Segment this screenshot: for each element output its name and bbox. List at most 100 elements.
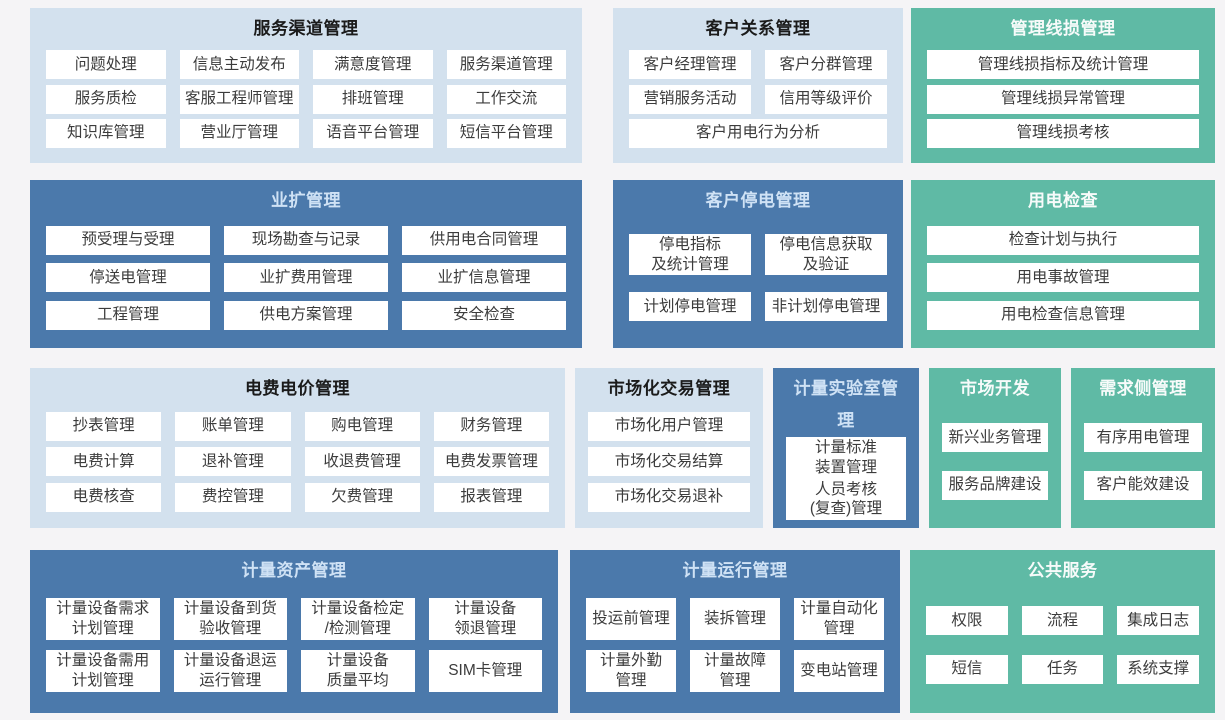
panel-title-market-development: 市场开发: [960, 379, 1030, 398]
module-item: 计量设备需求 计划管理: [46, 597, 160, 640]
module-item: 信息主动发布: [179, 50, 299, 80]
module-item: 计量故障 管理: [690, 650, 780, 693]
module-item: 计量设备检定 /检测管理: [301, 597, 415, 640]
module-row: 停送电管理业扩费用管理业扩信息管理: [46, 263, 566, 292]
module-item: 问题处理: [46, 50, 166, 80]
module-row: 管理线损异常管理: [927, 84, 1199, 114]
module-item: 用电事故管理: [927, 263, 1199, 292]
module-item: 满意度管理: [313, 50, 433, 80]
panel-business-expansion-mgmt: 业扩管理预受理与受理现场勘查与记录供用电合同管理停送电管理业扩费用管理业扩信息管…: [30, 180, 582, 348]
panel-body: 权限流程集成日志短信任务系统支撑: [926, 587, 1200, 703]
module-item: 客户分群管理: [765, 50, 887, 80]
module-item: 业扩费用管理: [224, 263, 388, 292]
module-item: 计量设备退运 运行管理: [173, 650, 287, 693]
panel-demand-side-mgmt: 需求侧管理有序用电管理客户能效建设: [1071, 368, 1215, 528]
module-row: 计量设备需求 计划管理计量设备到货 验收管理计量设备检定 /检测管理计量设备 领…: [46, 597, 542, 640]
module-item: 工作交流: [446, 84, 566, 114]
module-item: 检查计划与执行: [927, 225, 1199, 255]
panel-body: 管理线损指标及统计管理管理线损异常管理管理线损考核: [927, 45, 1199, 153]
panel-metering-asset-mgmt: 计量资产管理计量设备需求 计划管理计量设备到货 验收管理计量设备检定 /检测管理…: [30, 550, 558, 713]
module-item: 电费发票管理: [433, 447, 549, 476]
module-row: 知识库管理营业厅管理语音平台管理短信平台管理: [46, 118, 566, 148]
panel-title-tariff-billing-mgmt: 电费电价管理: [245, 379, 350, 398]
module-item: SIM卡管理: [428, 650, 542, 693]
panel-body: 有序用电管理客户能效建设: [1084, 405, 1202, 518]
module-item: 业扩信息管理: [402, 263, 566, 292]
module-row: 抄表管理账单管理购电管理财务管理: [46, 411, 549, 441]
module-row: 权限流程集成日志: [926, 606, 1200, 636]
module-item: 客户经理管理: [629, 50, 751, 80]
module-item: 安全检查: [402, 300, 566, 330]
panel-title-line-loss-mgmt: 管理线损管理: [1010, 19, 1116, 38]
panel-title-market-trading-mgmt: 市场化交易管理: [607, 379, 731, 398]
panel-public-services: 公共服务权限流程集成日志短信任务系统支撑: [910, 550, 1215, 713]
module-item: 计量外勤 管理: [586, 650, 676, 693]
module-row: 客户用电行为分析: [629, 118, 887, 148]
module-item: 财务管理: [433, 411, 549, 441]
module-item: 计量设备到货 验收管理: [173, 597, 287, 640]
panel-customer-outage-mgmt: 客户停电管理停电指标 及统计管理停电信息获取 及验证计划停电管理非计划停电管理: [613, 180, 903, 348]
module-item: 停电指标 及统计管理: [629, 233, 751, 276]
module-item: 系统支撑: [1117, 654, 1200, 684]
module-row: 服务质检客服工程师管理排班管理工作交流: [46, 84, 566, 114]
module-item: 短信: [926, 654, 1008, 684]
panel-body: 市场化用户管理市场化交易结算市场化交易退补: [588, 405, 750, 518]
module-item: 有序用电管理: [1084, 423, 1202, 453]
panel-body: 抄表管理账单管理购电管理财务管理电费计算退补管理收退费管理电费发票管理电费核查费…: [46, 405, 549, 518]
module-item: 计量设备 质量平均: [301, 650, 415, 693]
panel-title-service-channel-mgmt: 服务渠道管理: [253, 19, 359, 38]
module-row: 用电检查信息管理: [927, 300, 1199, 330]
module-item: 客服工程师管理: [179, 84, 299, 114]
module-item: 新兴业务管理: [942, 423, 1048, 453]
panel-title-metering-operation-mgmt: 计量运行管理: [682, 561, 788, 580]
panel-title-metering-lab-mgmt: 计量实验室管理: [793, 379, 899, 430]
panel-market-trading-mgmt: 市场化交易管理市场化用户管理市场化交易结算市场化交易退补: [575, 368, 763, 528]
module-item: 服务渠道管理: [446, 50, 566, 80]
module-row: 计划停电管理非计划停电管理: [629, 292, 887, 322]
module-row: 新兴业务管理: [942, 423, 1048, 453]
module-item: 计量设备需用 计划管理: [46, 650, 160, 693]
module-item: 用电检查信息管理: [927, 300, 1199, 330]
module-item: 市场化交易退补: [588, 482, 750, 512]
module-row: 客户能效建设: [1084, 470, 1202, 500]
module-item: 计划停电管理: [629, 292, 751, 322]
module-item: 管理线损指标及统计管理: [927, 50, 1199, 80]
module-item: 购电管理: [304, 411, 420, 441]
module-item: 语音平台管理: [313, 118, 433, 148]
module-row: 服务品牌建设: [942, 470, 1048, 500]
module-row: 人员考核 (复查)管理: [786, 478, 906, 521]
module-row: 市场化交易退补: [588, 482, 750, 512]
module-row: 管理线损指标及统计管理: [927, 50, 1199, 80]
panel-title-public-services: 公共服务: [1027, 561, 1098, 580]
panel-power-use-inspection: 用电检查检查计划与执行用电事故管理用电检查信息管理: [911, 180, 1215, 348]
module-row: 停电指标 及统计管理停电信息获取 及验证: [629, 233, 887, 276]
panel-body: 新兴业务管理服务品牌建设: [942, 405, 1048, 518]
module-row: 电费计算退补管理收退费管理电费发票管理: [46, 447, 549, 476]
module-row: 计量外勤 管理计量故障 管理变电站管理: [586, 650, 884, 693]
module-item: 供电方案管理: [224, 300, 388, 330]
module-item: 营业厅管理: [179, 118, 299, 148]
module-item: 排班管理: [313, 84, 433, 114]
module-row: 营销服务活动信用等级评价: [629, 84, 887, 114]
panel-title-metering-asset-mgmt: 计量资产管理: [241, 561, 347, 580]
module-item: 预受理与受理: [46, 225, 210, 255]
panel-service-channel-mgmt: 服务渠道管理问题处理信息主动发布满意度管理服务渠道管理服务质检客服工程师管理排班…: [30, 8, 582, 163]
module-row: 客户经理管理客户分群管理: [629, 50, 887, 80]
panel-title-customer-outage-mgmt: 客户停电管理: [705, 191, 811, 210]
module-item: 客户用电行为分析: [629, 118, 887, 148]
module-row: 有序用电管理: [1084, 423, 1202, 453]
module-item: 计量标准 装置管理: [786, 437, 906, 479]
module-item: 计量设备 领退管理: [428, 597, 542, 640]
module-row: 检查计划与执行: [927, 225, 1199, 255]
module-item: 信用等级评价: [765, 84, 887, 114]
module-item: 管理线损异常管理: [927, 84, 1199, 114]
module-item: 计量自动化 管理: [794, 597, 884, 640]
panel-body: 计量设备需求 计划管理计量设备到货 验收管理计量设备检定 /检测管理计量设备 领…: [46, 587, 542, 703]
module-item: 变电站管理: [794, 650, 884, 693]
module-item: 任务: [1021, 654, 1104, 684]
panel-market-development: 市场开发新兴业务管理服务品牌建设: [929, 368, 1061, 528]
module-item: 知识库管理: [46, 118, 166, 148]
module-item: 账单管理: [175, 411, 291, 441]
module-item: 退补管理: [175, 447, 291, 476]
module-item: 电费计算: [46, 447, 162, 476]
